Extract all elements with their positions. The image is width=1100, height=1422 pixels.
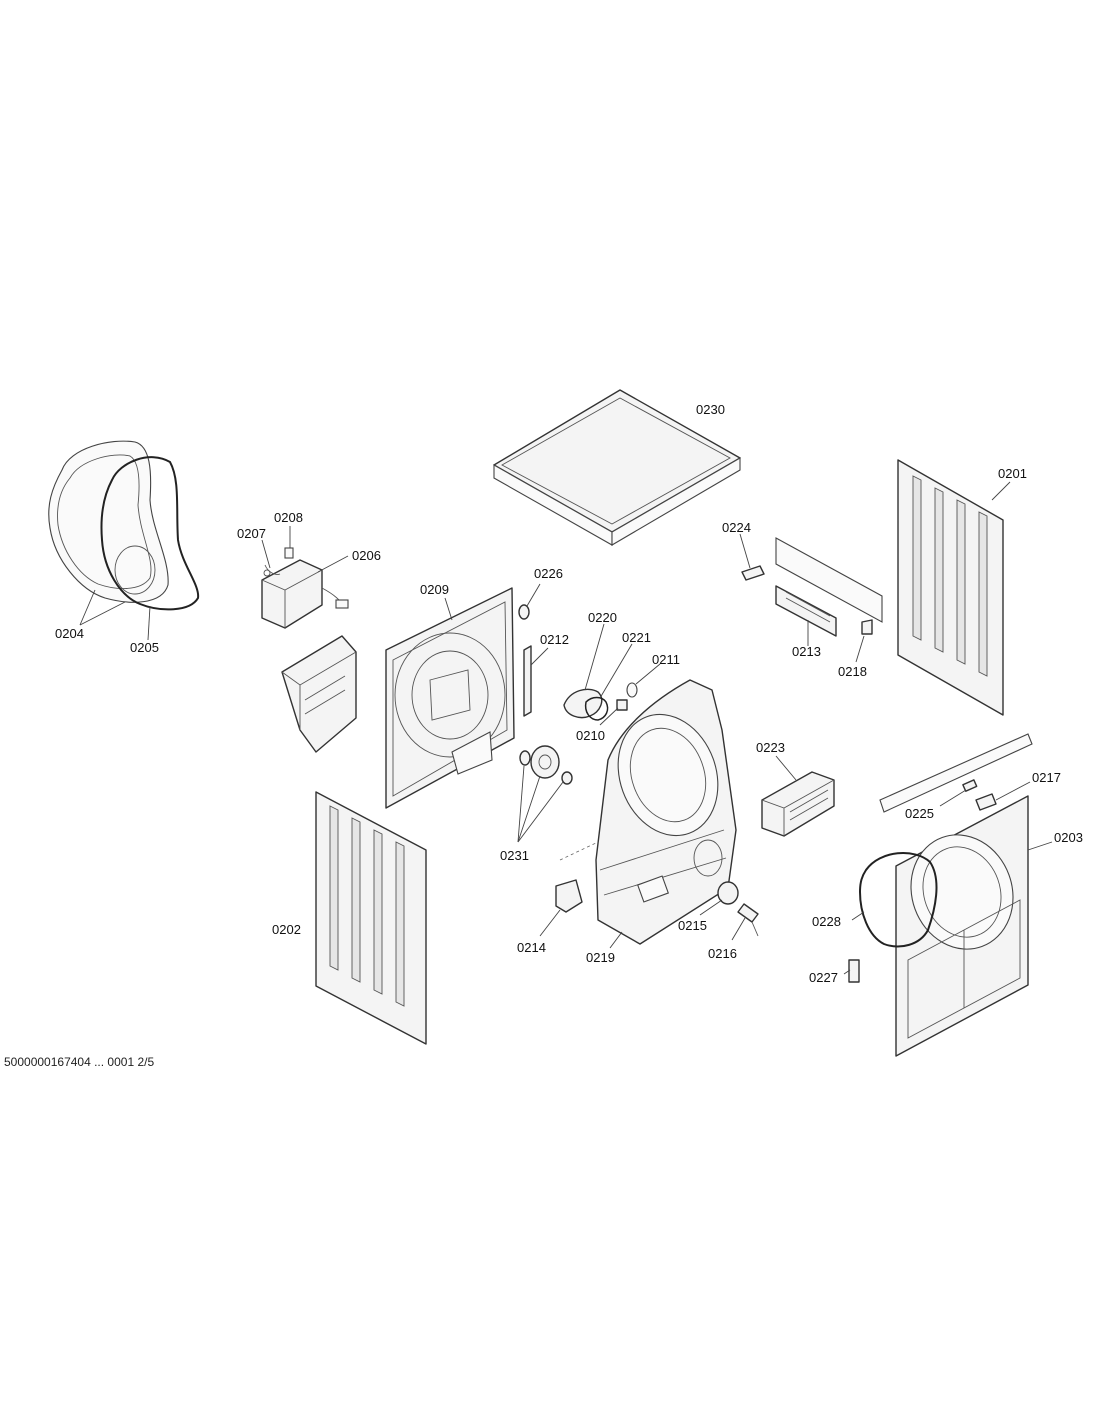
callout-0207: 0207 <box>237 526 266 541</box>
callout-0226: 0226 <box>534 566 563 581</box>
callout-0215: 0215 <box>678 918 707 933</box>
leader-0225 <box>939 789 967 807</box>
leader-0228 <box>851 911 865 921</box>
callout-0210: 0210 <box>576 728 605 743</box>
callout-0220: 0220 <box>588 610 617 625</box>
part-0220-lamp-housing <box>563 688 603 719</box>
part-0217-clip <box>975 793 997 811</box>
callout-0224: 0224 <box>722 520 751 535</box>
leader-0221 <box>599 643 633 699</box>
leader-0210 <box>599 707 619 726</box>
part-0221-lamp-gasket <box>584 696 609 721</box>
part-0227-hinge <box>848 959 860 983</box>
leader-0203 <box>1027 841 1053 851</box>
callout-0209: 0209 <box>420 582 449 597</box>
part-0211-bulb <box>626 682 638 698</box>
part-0226-washer <box>518 604 530 620</box>
leader-0207 <box>261 539 271 569</box>
drawing-code: 5000000167404 ... 0001 2/5 <box>4 1055 154 1069</box>
part-0207-cable <box>263 564 281 577</box>
part-0215-foot <box>717 881 739 905</box>
leader-0227 <box>843 969 851 975</box>
leader-0231a <box>517 765 525 843</box>
callout-0208: 0208 <box>274 510 303 525</box>
part-0204-door-seal <box>48 440 169 603</box>
callout-0228: 0228 <box>812 914 841 929</box>
leader-0204 <box>79 589 96 626</box>
part-0231-fastener-a <box>530 745 560 779</box>
leader-0231c <box>517 781 564 843</box>
part-0206-control-module <box>261 559 349 629</box>
callout-0231: 0231 <box>500 848 529 863</box>
leader-0217 <box>995 781 1031 801</box>
part-0202-left-side-panel <box>315 791 427 1045</box>
part-0230-top-cover <box>493 389 741 546</box>
callout-0212: 0212 <box>540 632 569 647</box>
leader-0209 <box>444 597 453 621</box>
leader-0216 <box>731 917 746 941</box>
callout-0201: 0201 <box>998 466 1027 481</box>
callout-0211: 0211 <box>652 652 680 667</box>
part-0214-latch <box>555 879 583 913</box>
callout-0227: 0227 <box>809 970 838 985</box>
part-0203-front-panel <box>895 795 1029 1057</box>
leader-0211 <box>635 663 661 685</box>
leader-0220 <box>584 623 605 691</box>
callout-0221: 0221 <box>622 630 651 645</box>
part-0209-rear-panel <box>385 587 515 809</box>
guide-0219 <box>559 841 599 861</box>
callout-0214: 0214 <box>517 940 546 955</box>
leader-0204b <box>79 601 126 626</box>
leader-0206 <box>317 555 349 573</box>
callout-0219: 0219 <box>586 950 615 965</box>
callout-0225: 0225 <box>905 806 934 821</box>
part-0224-clip <box>741 565 765 581</box>
part-module-bracket <box>281 635 357 753</box>
part-0210-socket <box>616 699 628 711</box>
leader-0231b <box>517 775 541 843</box>
part-0219-front-frame <box>595 679 737 945</box>
callout-0218: 0218 <box>838 664 867 679</box>
callout-0203: 0203 <box>1054 830 1083 845</box>
leader-0218 <box>855 635 865 663</box>
part-0208-connector <box>284 547 294 559</box>
leader-0201 <box>991 481 1011 501</box>
leader-0214 <box>539 909 561 937</box>
leader-0226 <box>526 583 541 607</box>
part-0231-fastener-c <box>561 771 573 785</box>
callout-0223: 0223 <box>756 740 785 755</box>
callout-0205: 0205 <box>130 640 159 655</box>
leader-0205 <box>147 605 151 641</box>
part-0231-fastener-b <box>519 750 531 766</box>
callout-0204: 0204 <box>55 626 84 641</box>
part-0212-strip <box>523 645 532 717</box>
callout-0202: 0202 <box>272 922 301 937</box>
leader-0212 <box>530 647 549 666</box>
part-0223-filter <box>761 771 835 837</box>
leader-0215 <box>699 899 723 916</box>
callout-0213: 0213 <box>792 644 821 659</box>
part-0228-door-seal <box>858 851 938 948</box>
callout-0206: 0206 <box>352 548 381 563</box>
part-0216-pin <box>737 903 759 937</box>
part-0201-right-side-panel <box>897 459 1004 716</box>
part-0205-gasket <box>100 456 200 611</box>
part-0225-rail <box>879 733 1033 813</box>
callout-0217: 0217 <box>1032 770 1061 785</box>
leader-0219 <box>609 931 623 949</box>
callout-0216: 0216 <box>708 946 737 961</box>
part-0218-hook <box>861 619 873 635</box>
leader-0223 <box>775 755 797 781</box>
part-0213-control-board <box>775 537 883 637</box>
callout-0230: 0230 <box>696 402 725 417</box>
leader-0224 <box>739 533 751 569</box>
